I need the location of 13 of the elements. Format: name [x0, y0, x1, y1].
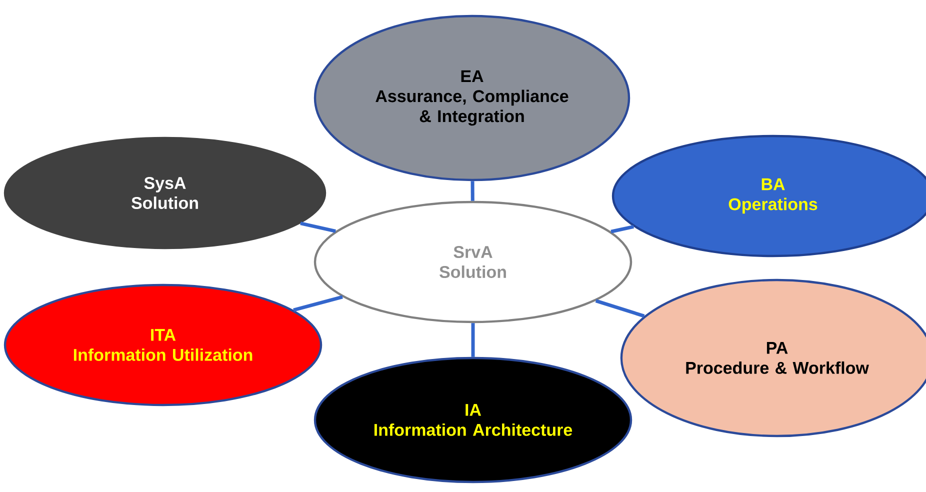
ellipse-node: SysA Solution	[4, 136, 326, 250]
ellipse-node: IA Information Architecture	[314, 356, 632, 484]
connector-line	[300, 222, 336, 233]
ellipse-node: PA Procedure & Workflow	[620, 278, 926, 438]
ellipse-node: SrvA Solution	[314, 200, 632, 324]
ellipse-node: ITA Information Utilization	[4, 284, 322, 406]
ellipse-node: BA Operations	[612, 134, 926, 258]
connector-line	[293, 295, 343, 312]
connector-line	[470, 181, 474, 201]
connector-line	[595, 299, 645, 318]
ellipse-node: EA Assurance, Compliance & Integration	[314, 14, 630, 182]
connector-line	[471, 323, 475, 357]
connector-line	[610, 224, 634, 234]
